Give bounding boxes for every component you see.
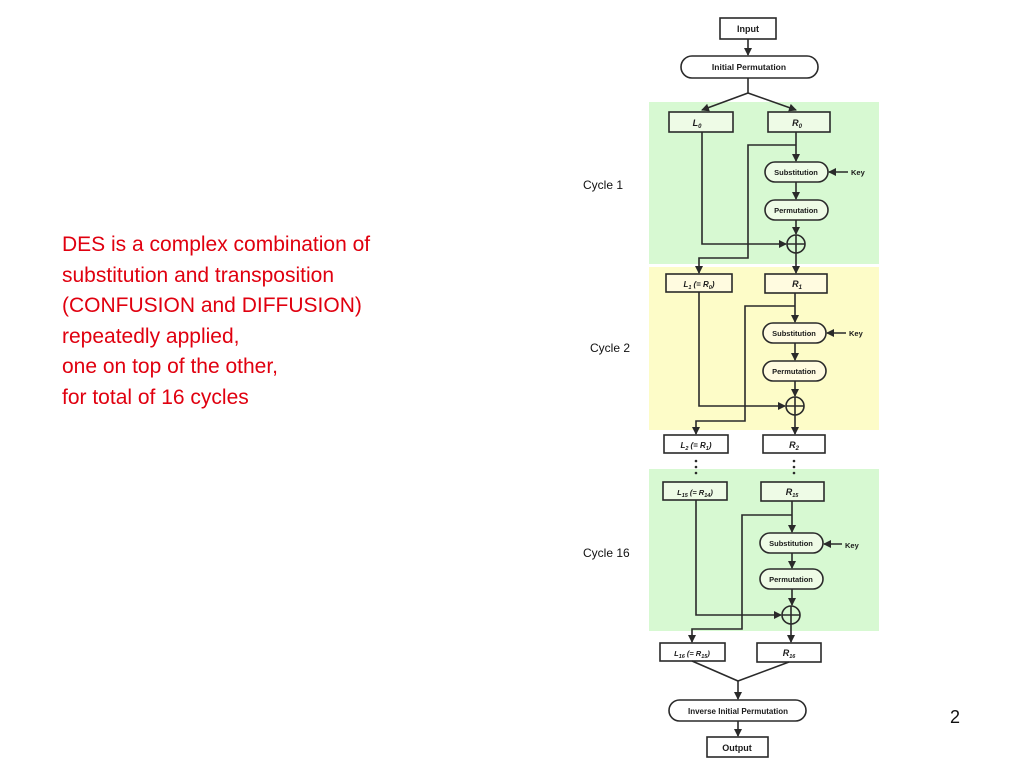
r15-subscript: 15 bbox=[792, 493, 799, 499]
description-line: (CONFUSION and DIFFUSION) bbox=[62, 294, 362, 317]
l15-subscript: 15 bbox=[682, 493, 689, 499]
l2-equals-subscript: 1 bbox=[706, 446, 709, 452]
slide-description: DES is a complex combination of substitu… bbox=[62, 230, 482, 413]
l2-equals: (= R bbox=[690, 441, 706, 450]
l0-label: L bbox=[693, 118, 699, 128]
svg-text:L1(= R0): L1(= R0) bbox=[683, 280, 714, 291]
input-label: Input bbox=[737, 24, 759, 34]
r15-label: R bbox=[786, 487, 793, 497]
initial-permutation-label: Initial Permutation bbox=[712, 62, 786, 72]
svg-text:L15(= R14): L15(= R14) bbox=[677, 488, 713, 499]
svg-text:R2: R2 bbox=[789, 440, 800, 452]
r0-box bbox=[767, 111, 831, 133]
l15-box bbox=[662, 481, 728, 501]
permutation-label-2: Permutation bbox=[772, 367, 816, 376]
l0-box bbox=[668, 111, 734, 133]
l16-label: L bbox=[674, 649, 679, 658]
output-label: Output bbox=[722, 743, 752, 753]
l2-label: L bbox=[680, 441, 685, 450]
l15-label: L bbox=[677, 488, 682, 497]
l2-subscript: 2 bbox=[684, 446, 688, 452]
substitution-label-16: Substitution bbox=[769, 539, 813, 548]
r2-box bbox=[762, 434, 826, 454]
inverse-initial-permutation-label: Inverse Initial Permutation bbox=[688, 707, 788, 716]
initial-permutation-box bbox=[680, 55, 819, 79]
r1-box bbox=[764, 273, 828, 294]
r1-subscript: 1 bbox=[799, 285, 803, 291]
l1-label: L bbox=[683, 280, 688, 289]
svg-text:L2(= R1): L2(= R1) bbox=[680, 441, 711, 452]
l15-equals: (= R bbox=[690, 488, 705, 497]
svg-text:L0: L0 bbox=[693, 118, 703, 130]
permutation-label-1: Permutation bbox=[774, 206, 818, 215]
r1-label: R bbox=[792, 279, 799, 289]
cycle-2-label: Cycle 2 bbox=[590, 341, 631, 355]
permutation-label-16: Permutation bbox=[769, 575, 813, 584]
cycle-16-label: Cycle 16 bbox=[583, 546, 630, 560]
key-label-16: Key bbox=[845, 541, 860, 550]
l16-equals: (= R bbox=[687, 649, 702, 658]
l1-subscript: 1 bbox=[688, 285, 691, 291]
output-box bbox=[706, 736, 769, 758]
l2-box bbox=[663, 434, 729, 454]
key-label-2: Key bbox=[849, 329, 864, 338]
substitution-label-1: Substitution bbox=[774, 168, 818, 177]
l1-equals-subscript: 0 bbox=[709, 285, 712, 291]
cycle-1-label: Cycle 1 bbox=[583, 178, 624, 192]
description-line: DES is a complex combination of bbox=[62, 233, 371, 256]
key-label-1: Key bbox=[851, 168, 866, 177]
svg-text:R1: R1 bbox=[792, 279, 803, 291]
l0-subscript: 0 bbox=[698, 124, 702, 130]
page-number: 2 bbox=[950, 707, 961, 727]
description-line: for total of 16 cycles bbox=[62, 385, 249, 409]
cycle-2-background bbox=[649, 267, 879, 430]
description-line: substitution and transposition bbox=[62, 263, 335, 287]
svg-text:L16(= R15): L16(= R15) bbox=[674, 649, 710, 660]
svg-text:R16: R16 bbox=[783, 648, 797, 660]
description-line: one on top of the other, bbox=[62, 355, 279, 378]
r16-subscript: 16 bbox=[789, 654, 796, 660]
r16-label: R bbox=[783, 648, 790, 658]
r0-subscript: 0 bbox=[799, 124, 803, 130]
l15-equals-subscript: 14 bbox=[704, 493, 710, 499]
svg-text:R0: R0 bbox=[792, 118, 803, 130]
r2-subscript: 2 bbox=[795, 446, 800, 452]
r0-label: R bbox=[792, 118, 799, 128]
svg-text:R15: R15 bbox=[786, 487, 800, 499]
l1-equals: (= R bbox=[693, 280, 709, 289]
r2-label: R bbox=[789, 440, 796, 450]
substitution-label-2: Substitution bbox=[772, 329, 816, 338]
ellipsis-dots bbox=[694, 459, 796, 475]
l16-equals-subscript: 15 bbox=[701, 654, 708, 660]
l16-subscript: 16 bbox=[679, 654, 686, 660]
description-line: repeatedly applied, bbox=[62, 324, 240, 348]
